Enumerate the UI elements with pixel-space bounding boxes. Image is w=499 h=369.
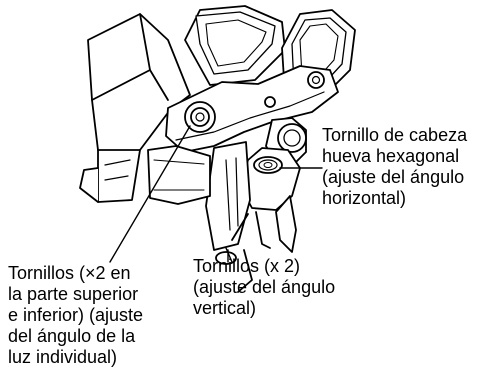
- leader-individual: [109, 125, 191, 263]
- center-screw: [264, 96, 276, 108]
- lower-lamp-housing: [147, 145, 211, 205]
- individual-angle-screw: [184, 101, 216, 133]
- right-arm: [275, 195, 297, 253]
- individual-screws-callout: Tornillos (×2 en la parte superior e inf…: [8, 263, 144, 367]
- upper-right-screw: [307, 71, 325, 89]
- hex-bolt-callout: Tornillo de cabeza hueva hexagonal (ajus…: [322, 125, 468, 208]
- leader-vertical-b: [225, 247, 233, 263]
- center-lamp-module: [184, 5, 286, 86]
- mounting-bracket: [165, 65, 339, 153]
- left-lamp-housing: [79, 13, 191, 203]
- support-post: [205, 141, 271, 293]
- vertical-screws-callout: Tornillos (x 2) (ajuste del ángulo verti…: [193, 256, 336, 318]
- leader-lines: [109, 125, 323, 263]
- hex-bolt: [239, 147, 301, 211]
